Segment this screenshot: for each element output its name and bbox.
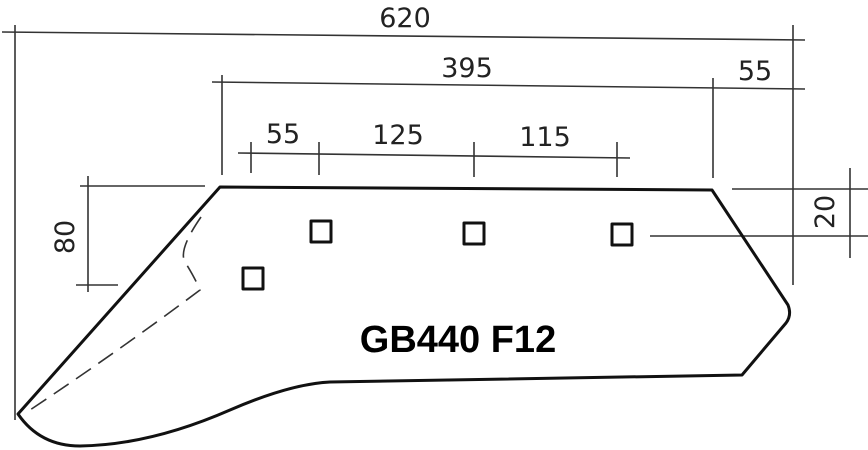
dimension-line-395 — [211, 81, 806, 90]
bolt-hole — [241, 266, 265, 291]
share-outline — [16, 185, 792, 448]
dimension-125: 125 — [372, 120, 424, 151]
bolt-hole — [462, 221, 486, 246]
dimension-620: 620 — [379, 3, 431, 34]
dimension-55-right: 55 — [738, 56, 772, 87]
dimension-line-holes — [237, 152, 631, 159]
part-label: GB440 F12 — [360, 319, 556, 361]
dimension-55-left: 55 — [266, 119, 300, 150]
dimension-20: 20 — [810, 195, 841, 229]
dimension-line-620 — [1, 31, 806, 41]
hidden-edge-dashed — [29, 216, 202, 411]
bolt-hole — [309, 219, 333, 244]
dimension-80: 80 — [50, 220, 81, 254]
dimension-395: 395 — [441, 53, 493, 84]
bolt-hole — [610, 222, 634, 247]
dimension-115: 115 — [519, 122, 571, 153]
